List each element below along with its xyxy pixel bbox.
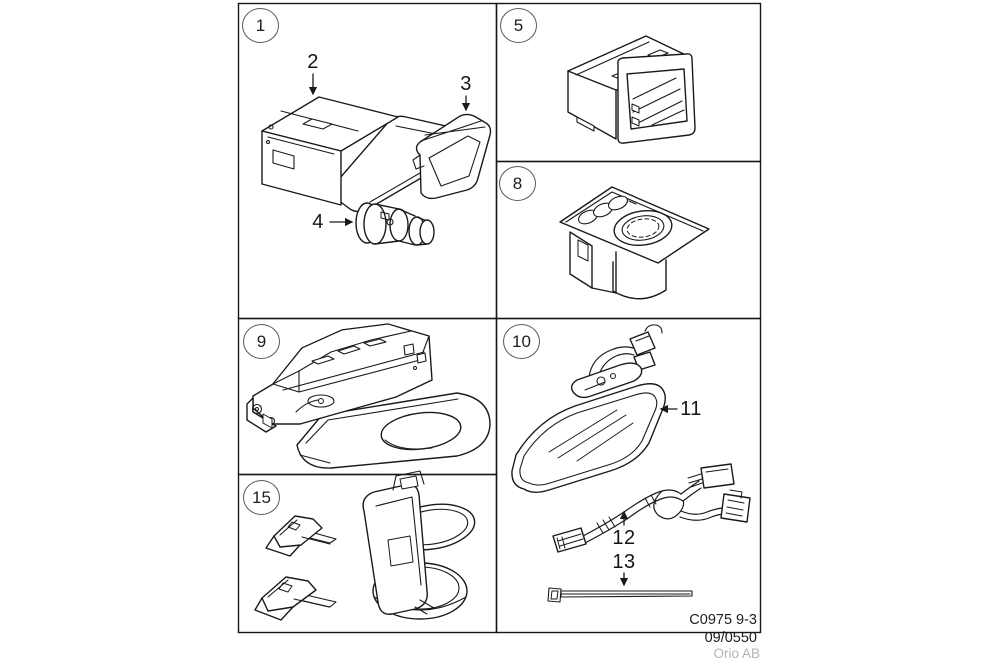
panel-number-label: 10	[512, 331, 531, 351]
panel-number-badge-8: 8	[499, 166, 536, 201]
folding-cupholder-illustration	[362, 470, 476, 620]
cupholder-bracket-illustration	[246, 323, 491, 469]
publisher-name: Orio AB	[713, 646, 760, 661]
callout-label-2: 2	[307, 51, 319, 73]
figure-code: C0975 9-3	[689, 612, 757, 628]
callout-label-11: 11	[680, 398, 702, 420]
cable-tie-illustration	[547, 587, 693, 603]
mounting-clips-illustration	[254, 515, 337, 621]
panel-number-badge-15: 15	[243, 480, 280, 515]
panel-number-badge-9: 9	[243, 324, 280, 359]
storage-box-illustration	[261, 96, 399, 206]
callout-label-3: 3	[460, 73, 472, 95]
panel-number-label: 8	[512, 173, 523, 193]
cupholder-insert-illustration	[559, 186, 710, 300]
rearview-mirror-illustration	[511, 324, 666, 493]
panel-number-badge-10: 10	[503, 324, 540, 359]
panel-grid	[237, 2, 762, 634]
panel-number-label: 1	[255, 15, 266, 35]
panel-number-label: 15	[252, 487, 271, 507]
panel-number-label: 9	[256, 331, 267, 351]
print-reference: 09/0550	[704, 630, 757, 646]
wiring-harness-illustration	[552, 463, 751, 553]
callout-label-4: 4	[312, 211, 324, 233]
callout-label-12: 12	[612, 527, 636, 549]
panel-number-badge-1: 1	[242, 8, 279, 43]
ashtray-lid-illustration	[412, 113, 492, 200]
panel-number-label: 5	[513, 15, 524, 35]
callout-label-13: 13	[612, 551, 636, 573]
storage-tray-illustration	[567, 35, 696, 144]
cigarette-lighter-illustration	[355, 202, 435, 246]
panel-number-badge-5: 5	[500, 8, 537, 43]
callout-leader-lines	[308, 73, 678, 587]
